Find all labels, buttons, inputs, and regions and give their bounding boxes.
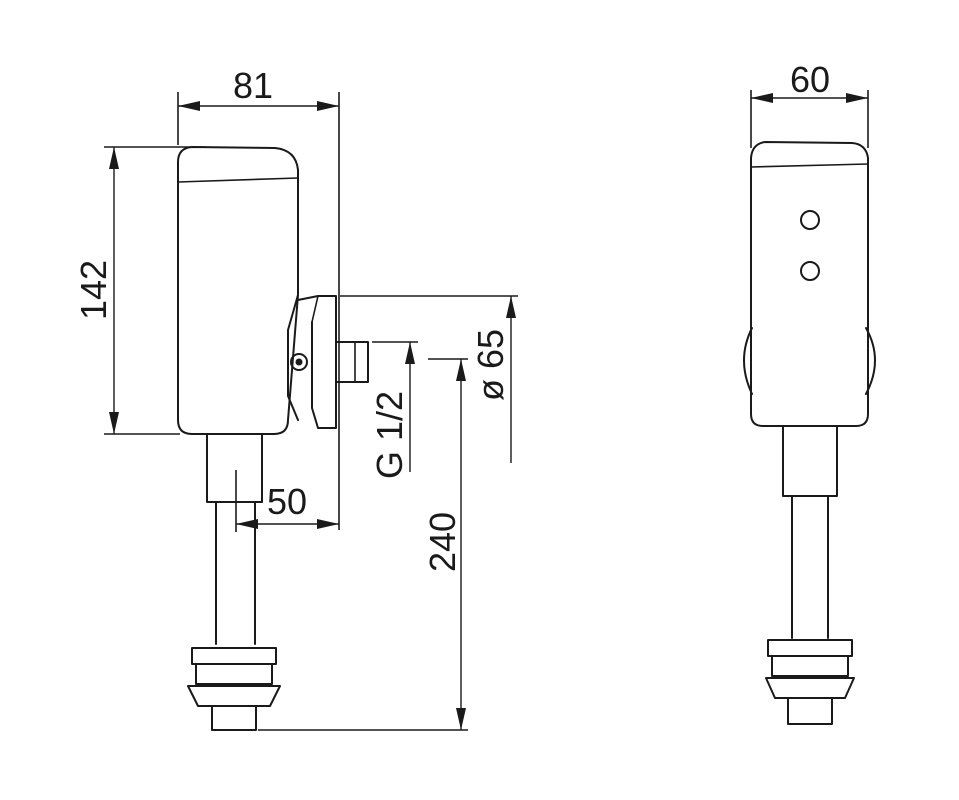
- dim-thread-g12: G 1/2: [369, 342, 415, 479]
- dim-width-81: 81: [178, 65, 339, 111]
- front-view-body: [743, 141, 876, 725]
- dim-diameter-label: ø 65: [470, 329, 511, 401]
- dim-offset-label: 50: [267, 481, 307, 522]
- side-view: 81 142 50 G 1/2 ø 65: [73, 65, 518, 731]
- dim-front-width-60: 60: [751, 59, 868, 103]
- dim-offset-50: 50: [236, 481, 339, 529]
- front-view-extension-lines: [750, 90, 869, 148]
- dim-width-label: 81: [233, 65, 273, 106]
- side-view-extension-lines: [104, 92, 518, 731]
- dim-height-label: 142: [73, 260, 114, 320]
- dim-thread-label: G 1/2: [369, 391, 410, 479]
- dim-height-142: 142: [73, 147, 119, 434]
- dim-diameter-65: ø 65: [470, 296, 516, 463]
- sensor-icon: [800, 261, 820, 281]
- sensor-icon: [800, 210, 820, 230]
- dim-front-width-label: 60: [790, 59, 830, 100]
- front-view: 60: [743, 59, 876, 725]
- dim-total-240: 240: [422, 359, 466, 730]
- dim-total-label: 240: [422, 512, 463, 572]
- side-view-body: [177, 146, 369, 731]
